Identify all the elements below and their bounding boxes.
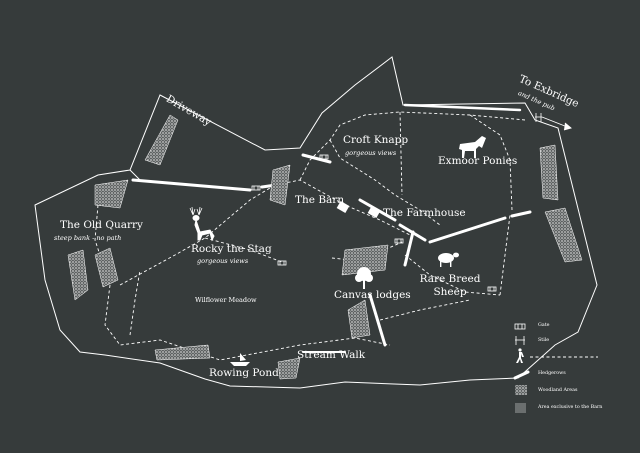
sheep-icon — [438, 252, 459, 267]
wildflower-meadow-label: Wilflower Meadow — [195, 296, 257, 304]
rare-breed-sheep-label-2: Sheep — [433, 286, 467, 298]
pony-icon — [459, 136, 486, 158]
exit-arrow — [541, 116, 572, 131]
the-barn-label: The Barn — [295, 194, 345, 206]
legend-stile-icon — [515, 336, 525, 345]
the-farmhouse-label: The Farmhouse — [383, 207, 466, 219]
the-old-quarry-label: The Old Quarry — [60, 219, 143, 231]
gate-marker — [319, 154, 329, 160]
gate-marker — [394, 238, 404, 244]
rare-breed-sheep-label-1: Rare Breed — [419, 273, 481, 285]
tree-icon — [355, 267, 373, 289]
legend-gate-label: Gate — [538, 323, 550, 328]
legend-walker-icon — [516, 348, 524, 363]
farmhouse-icon — [367, 206, 381, 218]
legend-woodland-swatch — [515, 385, 527, 395]
property-boundary — [34, 56, 598, 389]
woodland-areas — [67, 114, 583, 380]
barn-icon — [336, 201, 350, 213]
legend-gate-icon — [514, 323, 526, 330]
rowing-pond-label: Rowing Pond — [209, 367, 279, 379]
croft-knapp-note: gorgeous views — [345, 149, 397, 157]
rocky-note: gorgeous views — [197, 257, 249, 265]
legend-hedgerow-line — [513, 370, 530, 380]
exmoor-ponies-label: Exmoor Ponies — [438, 155, 518, 167]
stile-marker — [535, 113, 542, 122]
stream-walk-label: Stream Walk — [297, 349, 366, 361]
gate-marker — [277, 260, 287, 266]
croft-knapp-label: Croft Knapp — [343, 134, 409, 146]
legend-exclusive-swatch — [515, 403, 526, 413]
rocky-the-stag-label: Rocky the Stag — [191, 243, 272, 255]
boat-icon — [230, 353, 250, 366]
canvas-lodges-label: Canvas lodges — [334, 289, 411, 301]
legend-exclusive-label: Area exclusive to the Barn — [538, 405, 603, 410]
footpaths — [94, 111, 526, 361]
stag-icon — [189, 206, 215, 242]
gate-marker — [487, 286, 497, 292]
old-quarry-note: steep bank - no path — [54, 234, 122, 242]
legend-hedgerows-label: Hedgerows — [538, 371, 566, 376]
legend-stile-label: Stile — [538, 338, 550, 343]
legend-woodland-label: Woodland Areas — [538, 388, 578, 393]
gate-marker — [251, 185, 261, 191]
legend-graphics — [513, 323, 598, 413]
gates — [251, 154, 497, 292]
